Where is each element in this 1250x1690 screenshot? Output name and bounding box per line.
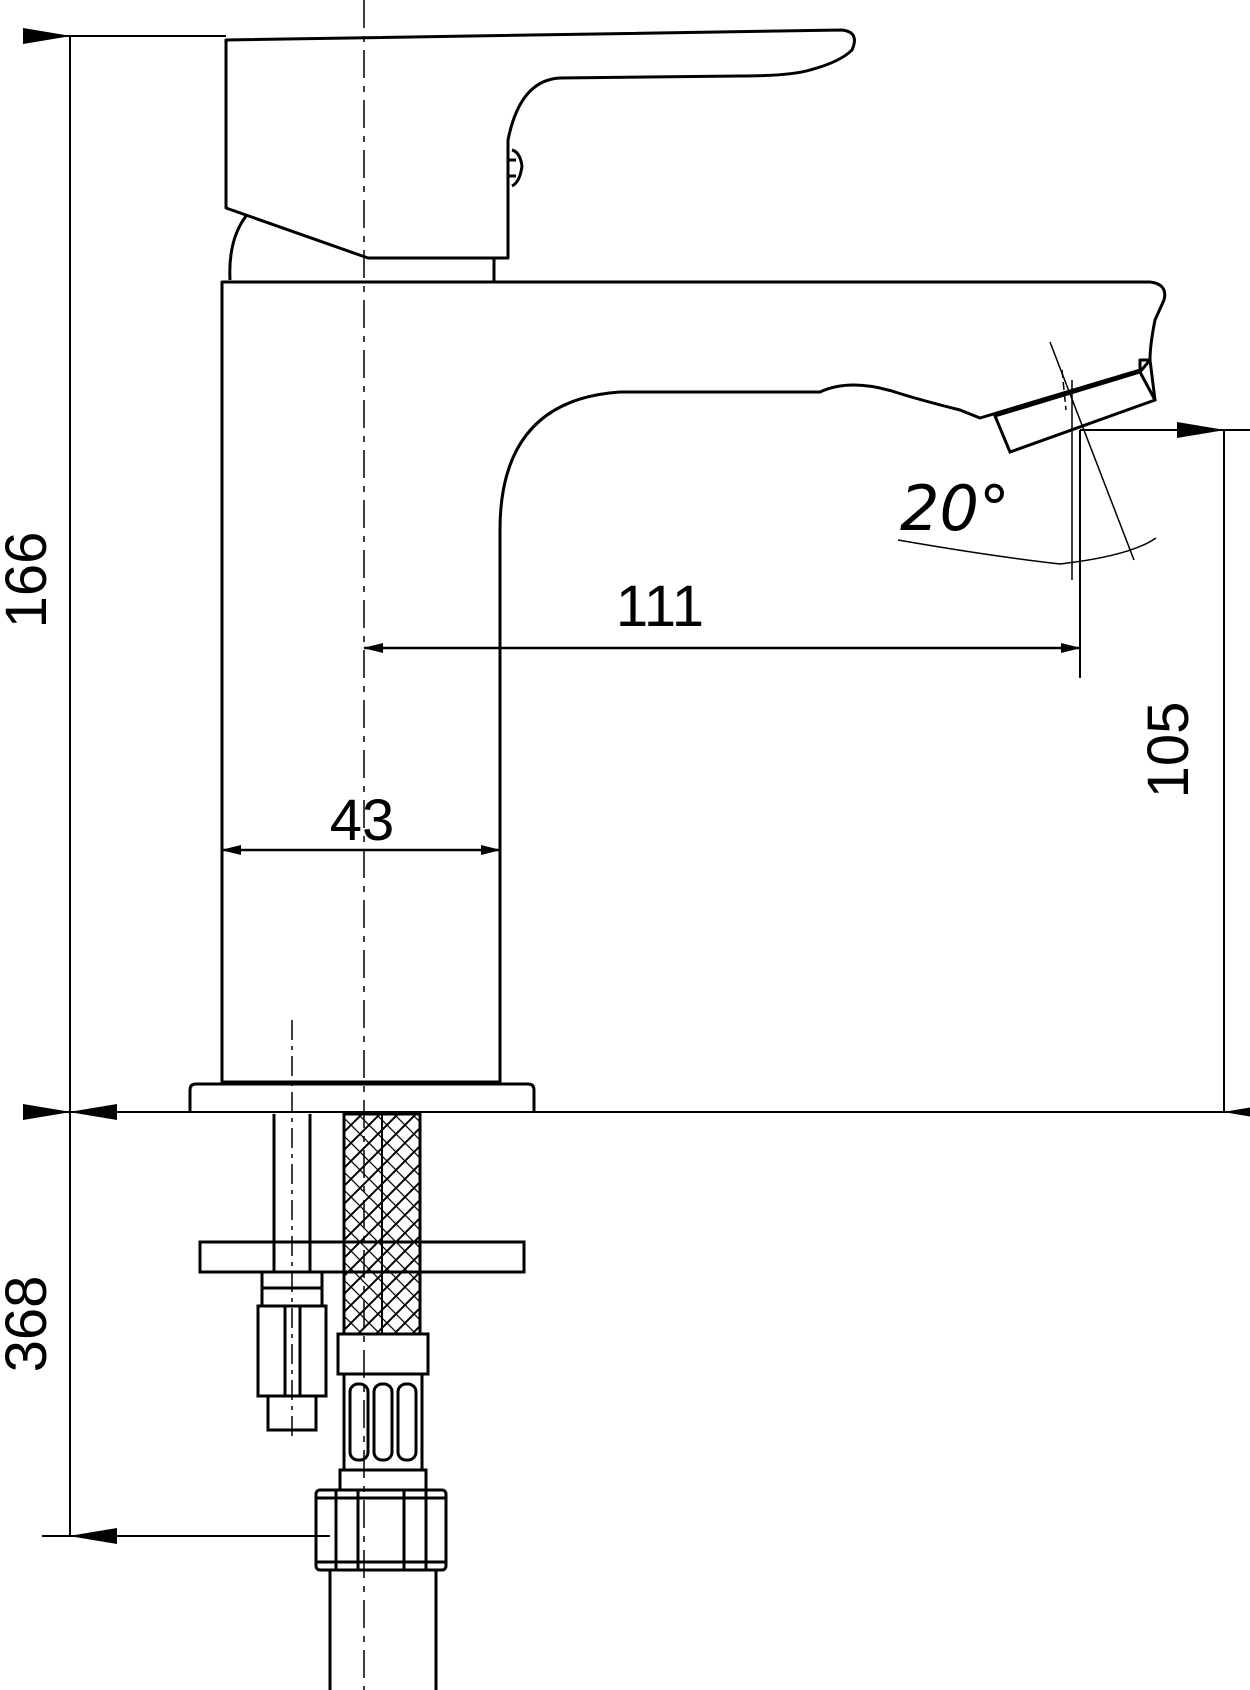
dim-label-166: 166 bbox=[0, 532, 59, 629]
braided-hose bbox=[342, 1112, 422, 1336]
aerator bbox=[992, 356, 1157, 454]
supply-tail bbox=[328, 1570, 438, 1690]
dimension-lines bbox=[22, 28, 1250, 1544]
lever-handle bbox=[224, 28, 856, 282]
dim-label-43: 43 bbox=[330, 788, 395, 853]
dim-label-368: 368 bbox=[0, 1276, 59, 1373]
dim-label-angle: 20° bbox=[900, 472, 1010, 545]
hose-ferrule bbox=[336, 1332, 430, 1492]
base-plate bbox=[188, 1082, 536, 1112]
dim-label-105: 105 bbox=[1136, 702, 1201, 799]
faucet-body bbox=[220, 280, 1167, 1084]
mounting-rod bbox=[256, 1020, 328, 1440]
hex-nut bbox=[314, 1488, 448, 1572]
dim-label-111: 111 bbox=[616, 574, 704, 639]
